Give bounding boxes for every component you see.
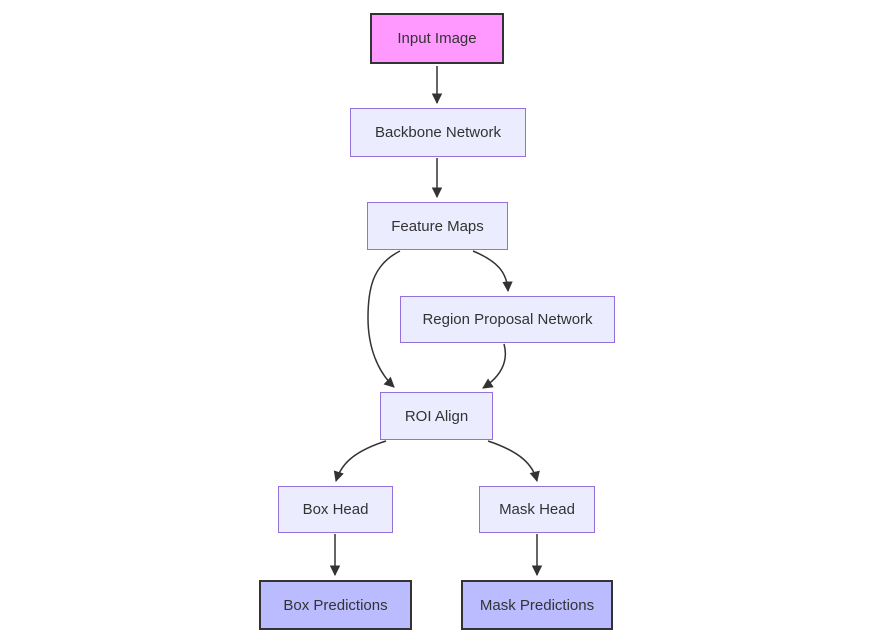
edge-roialign-to-boxhead xyxy=(333,440,387,483)
node-mask-head: Mask Head xyxy=(479,486,595,533)
node-mask-predictions-label: Mask Predictions xyxy=(479,596,595,614)
node-box-predictions-label: Box Predictions xyxy=(283,596,388,614)
edge-rpn-to-roialign xyxy=(482,343,506,389)
node-region-proposal-network-label: Region Proposal Network xyxy=(422,311,593,328)
edge-featuremaps-to-roialign xyxy=(367,250,401,388)
node-box-predictions: Box Predictions xyxy=(259,580,412,630)
node-roi-align-label: ROI Align xyxy=(404,407,469,425)
node-backbone-network-label: Backbone Network xyxy=(375,124,501,141)
node-feature-maps: Feature Maps xyxy=(367,202,508,250)
node-mask-predictions: Mask Predictions xyxy=(461,580,613,630)
node-feature-maps-label: Feature Maps xyxy=(391,217,484,235)
node-mask-head-label: Mask Head xyxy=(499,501,575,518)
edge-featuremaps-to-rpn xyxy=(472,250,513,293)
node-box-head: Box Head xyxy=(278,486,393,533)
node-roi-align: ROI Align xyxy=(380,392,493,440)
node-backbone-network: Backbone Network xyxy=(350,108,526,157)
edge-roialign-to-maskhead xyxy=(487,440,540,483)
node-input-image-label: Input Image xyxy=(397,30,477,47)
node-input-image: Input Image xyxy=(370,13,504,64)
node-region-proposal-network: Region Proposal Network xyxy=(400,296,615,343)
node-box-head-label: Box Head xyxy=(302,501,369,518)
